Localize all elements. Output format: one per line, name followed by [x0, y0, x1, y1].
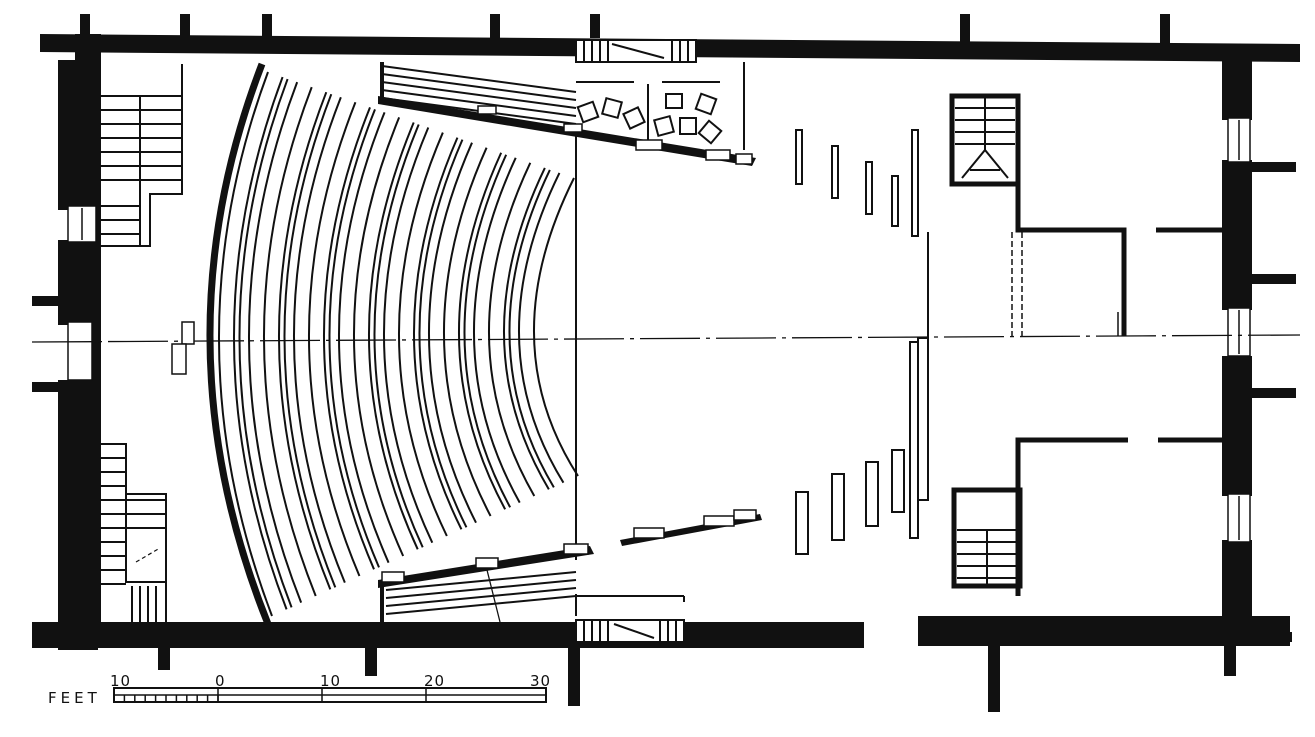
- seat-row: [458, 152, 507, 510]
- stair-bottom-center: [575, 619, 685, 643]
- seat-row: [368, 122, 419, 550]
- seat-row: [533, 177, 579, 477]
- seat-row: [238, 78, 293, 608]
- stage-wing-flats: [795, 129, 929, 555]
- box-seats: [381, 105, 757, 583]
- seat-row: [218, 71, 273, 617]
- seat-row: [328, 108, 380, 568]
- seat-row: [503, 167, 550, 490]
- chairs: [576, 92, 723, 145]
- scale-tick-label-30: 30: [530, 672, 551, 690]
- stair-top-right: [949, 93, 1021, 187]
- seat-row: [488, 162, 536, 497]
- stair-top-left: [100, 64, 183, 247]
- seat-row: [413, 137, 463, 530]
- backstage-thin-walls: [1011, 232, 1119, 336]
- seat-row: [278, 91, 332, 590]
- seat-row: [293, 96, 346, 584]
- seat-row: [473, 157, 521, 504]
- green-room: [575, 62, 745, 616]
- stair-bottom-right: [951, 487, 1023, 589]
- backstage-walls: [1015, 94, 1222, 596]
- seat-row: [428, 142, 477, 524]
- stair-top-center: [575, 39, 697, 63]
- scale-tick-label-10: 10: [320, 672, 341, 690]
- centerline: [31, 334, 1301, 343]
- seat-row: [518, 172, 565, 484]
- rear-cross-door-bottom: [171, 343, 187, 375]
- scale-bar: FEET 10 0 10 20 30: [48, 672, 551, 707]
- seat-row: [323, 106, 375, 570]
- seat-row: [383, 127, 434, 544]
- seat-row: [463, 154, 512, 508]
- scale-unit-label: FEET: [48, 689, 101, 707]
- rear-cross-door-top: [181, 321, 195, 345]
- seat-row: [443, 147, 492, 517]
- seat-row: [398, 132, 448, 537]
- stair-bottom-left: [88, 443, 167, 622]
- scale-tick-label-20: 20: [424, 672, 445, 690]
- seat-row: [353, 117, 405, 557]
- rear-curved-wall: [206, 62, 272, 626]
- box-parapets: [378, 96, 762, 588]
- scale-tick-label-10-neg: 10: [110, 672, 131, 690]
- seat-row: [338, 112, 390, 564]
- seat-row: [283, 93, 337, 588]
- seat-row: [308, 101, 361, 577]
- auditorium-rows: [218, 71, 579, 617]
- seat-row: [233, 76, 288, 610]
- opening-details: [81, 120, 1240, 540]
- seat-row: [373, 124, 424, 548]
- seat-row: [418, 139, 468, 528]
- seat-row: [248, 81, 303, 604]
- seat-row: [508, 169, 555, 488]
- scale-tick-label-0: 0: [215, 672, 226, 690]
- wall-openings: [67, 117, 1251, 543]
- seat-row: [263, 86, 317, 597]
